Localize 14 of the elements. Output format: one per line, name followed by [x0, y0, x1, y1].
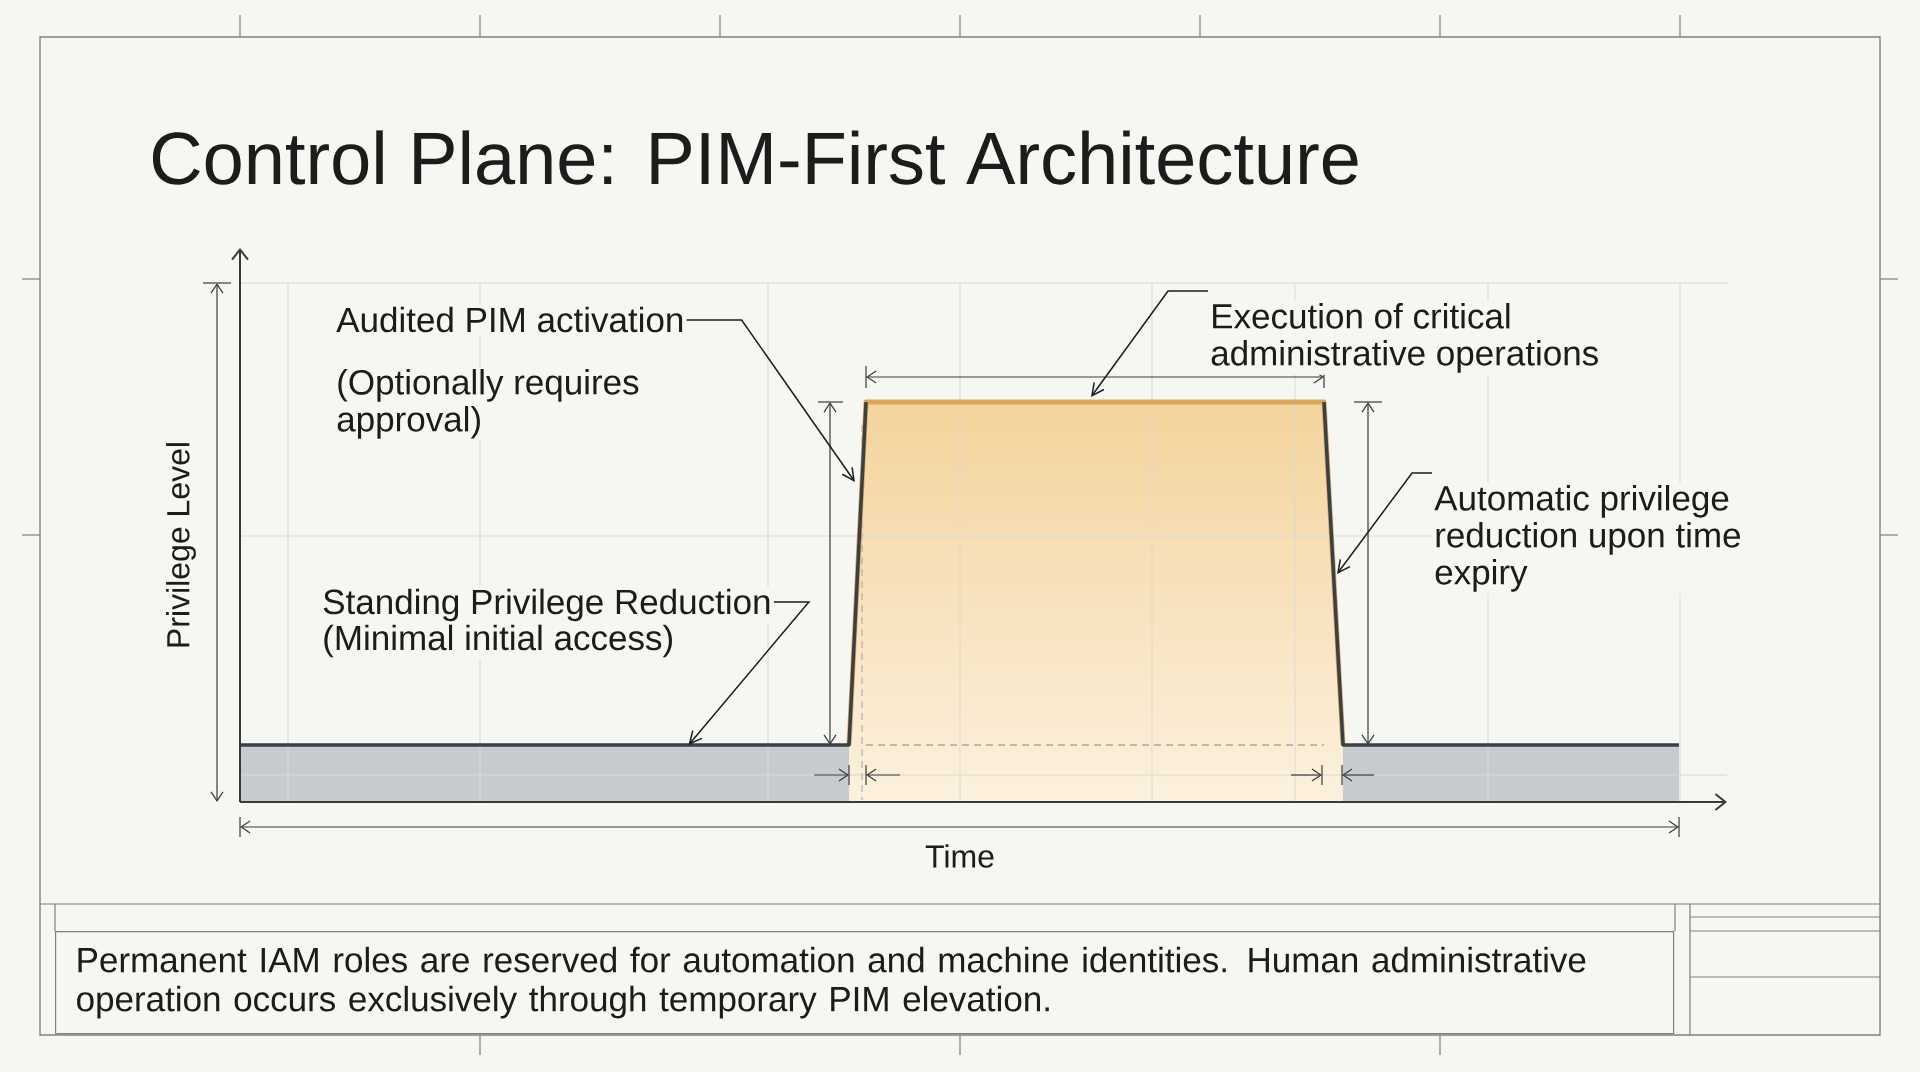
callout-text: (Minimal initial access) [320, 622, 677, 660]
callout-text: Standing Privilege Reduction [320, 586, 774, 624]
callout-text: (Optionally requires approval) [334, 367, 642, 441]
leader-arrow [1337, 472, 1433, 574]
callout-text: Audited PIM activation [334, 304, 687, 335]
callout-text: Execution of critical administrative operations [1208, 301, 1602, 375]
caption-box: Permanent IAM roles are reserved for automation and machine identities. Human administrative operation occurs exclusively through temporary PIM elevation. [55, 931, 1675, 1035]
leader-arrow [688, 601, 811, 745]
leader-arrow [1091, 290, 1209, 397]
axis-label: Privilege Level [166, 443, 196, 647]
leader-arrow [685, 319, 855, 482]
axis-label: Time [925, 844, 994, 868]
callout-text: Automatic privilege reduction upon time expiry [1432, 483, 1744, 594]
title: Control Plane: PIM-First Architecture [152, 130, 1358, 185]
